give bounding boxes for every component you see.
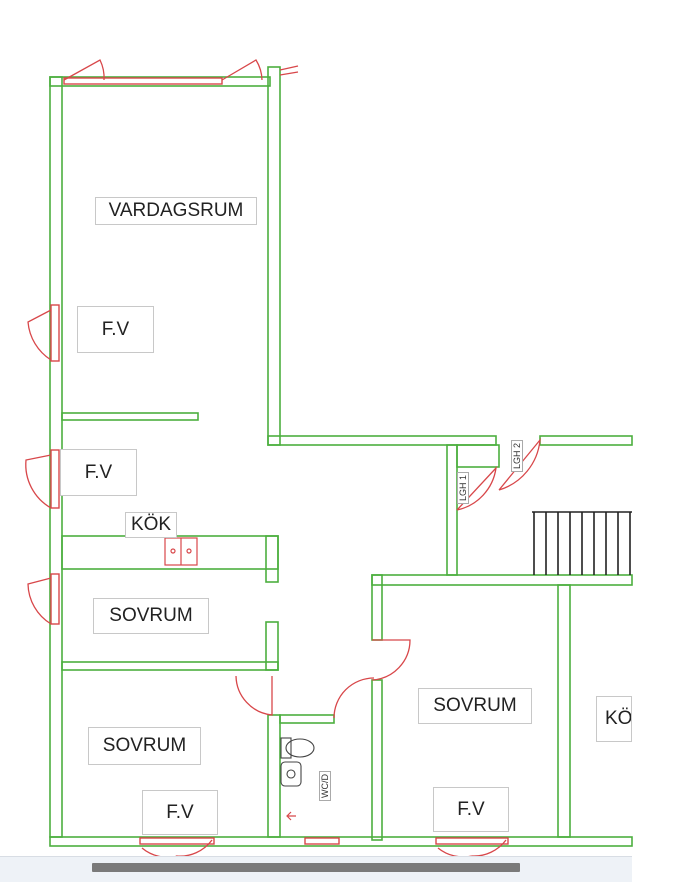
room-label-fv-3: F.V (142, 790, 218, 835)
toilet-bowl (285, 738, 315, 758)
room-label-kok-cut: KÖK (596, 696, 632, 742)
horizontal-scrollbar[interactable] (0, 856, 632, 882)
door-swing-balcony (279, 65, 299, 76)
room-label-sovrum-2: SOVRUM (88, 727, 201, 765)
label-lgh1: LGH 1 (457, 471, 470, 505)
door-swing-lgh1 (456, 466, 497, 511)
wall-kitchen-top (61, 412, 199, 421)
door-swings (25, 59, 541, 858)
door-swing-wc (333, 677, 375, 719)
wall-bedroom-1-right (265, 621, 279, 671)
stairs (532, 511, 632, 575)
window-left-1 (50, 304, 60, 362)
wall-bottom (49, 836, 633, 847)
window-left-3 (50, 573, 60, 625)
room-label-fv-1: F.V (77, 306, 154, 353)
room-label-sovrum-1: SOVRUM (93, 598, 209, 634)
wc-arrow-icon (286, 811, 296, 821)
window-bottom-3 (435, 837, 509, 845)
wall-top (49, 76, 271, 87)
sink-drain-left (170, 548, 176, 554)
door-swing-top-right (221, 59, 263, 81)
kitchen-counter (61, 535, 279, 570)
door-swing-window-2 (25, 454, 52, 509)
scrollbar-thumb[interactable] (92, 863, 520, 872)
window-bottom-2 (304, 837, 340, 845)
room-label-fv-4: F.V (433, 787, 509, 832)
door-swing-bottom-4 (471, 839, 507, 857)
window-left-2 (50, 449, 60, 509)
kitchen-counter-end (265, 535, 279, 583)
windows (50, 77, 509, 845)
room-label-fv-2: F.V (60, 449, 137, 496)
door-swing-window-3 (27, 577, 52, 625)
washbasin-drain (286, 769, 296, 779)
wall-lgh1 (446, 444, 458, 576)
wc-fixtures (280, 737, 315, 787)
door-swing-lgh2 (498, 437, 541, 491)
window-top (63, 77, 223, 85)
wall-bedroom-3-right (557, 584, 571, 838)
wall-wc-top (279, 714, 335, 724)
window-bottom-1 (139, 837, 215, 845)
kitchen-sink (164, 537, 198, 566)
wall-bedroom-3-top (371, 574, 633, 586)
wall-lgh-divider (456, 444, 500, 468)
wall-hall-right-lower (371, 679, 383, 841)
wall-lgh2-top (539, 435, 633, 446)
label-wc: WC/D (319, 771, 331, 801)
door-swing-window-1 (27, 309, 52, 361)
door-swing-bottom-2 (175, 839, 213, 857)
room-label-sovrum-3: SOVRUM (418, 688, 532, 724)
wall-living-right (267, 66, 281, 446)
door-swing-bedroom-1 (235, 675, 273, 716)
room-label-vardagsrum: VARDAGSRUM (95, 197, 257, 225)
wall-hall-top (267, 435, 497, 446)
wall-wc-left (267, 714, 281, 838)
door-swing-top-left (63, 59, 105, 81)
walls (49, 66, 633, 847)
sink-drain-right (186, 548, 192, 554)
room-label-kok: KÖK (125, 512, 177, 538)
door-swing-bedroom-3 (371, 639, 411, 681)
toilet-tank (280, 737, 292, 759)
washbasin (280, 761, 302, 787)
label-lgh2: LGH 2 (511, 439, 524, 473)
wall-bedroom-1-bottom (61, 661, 279, 671)
